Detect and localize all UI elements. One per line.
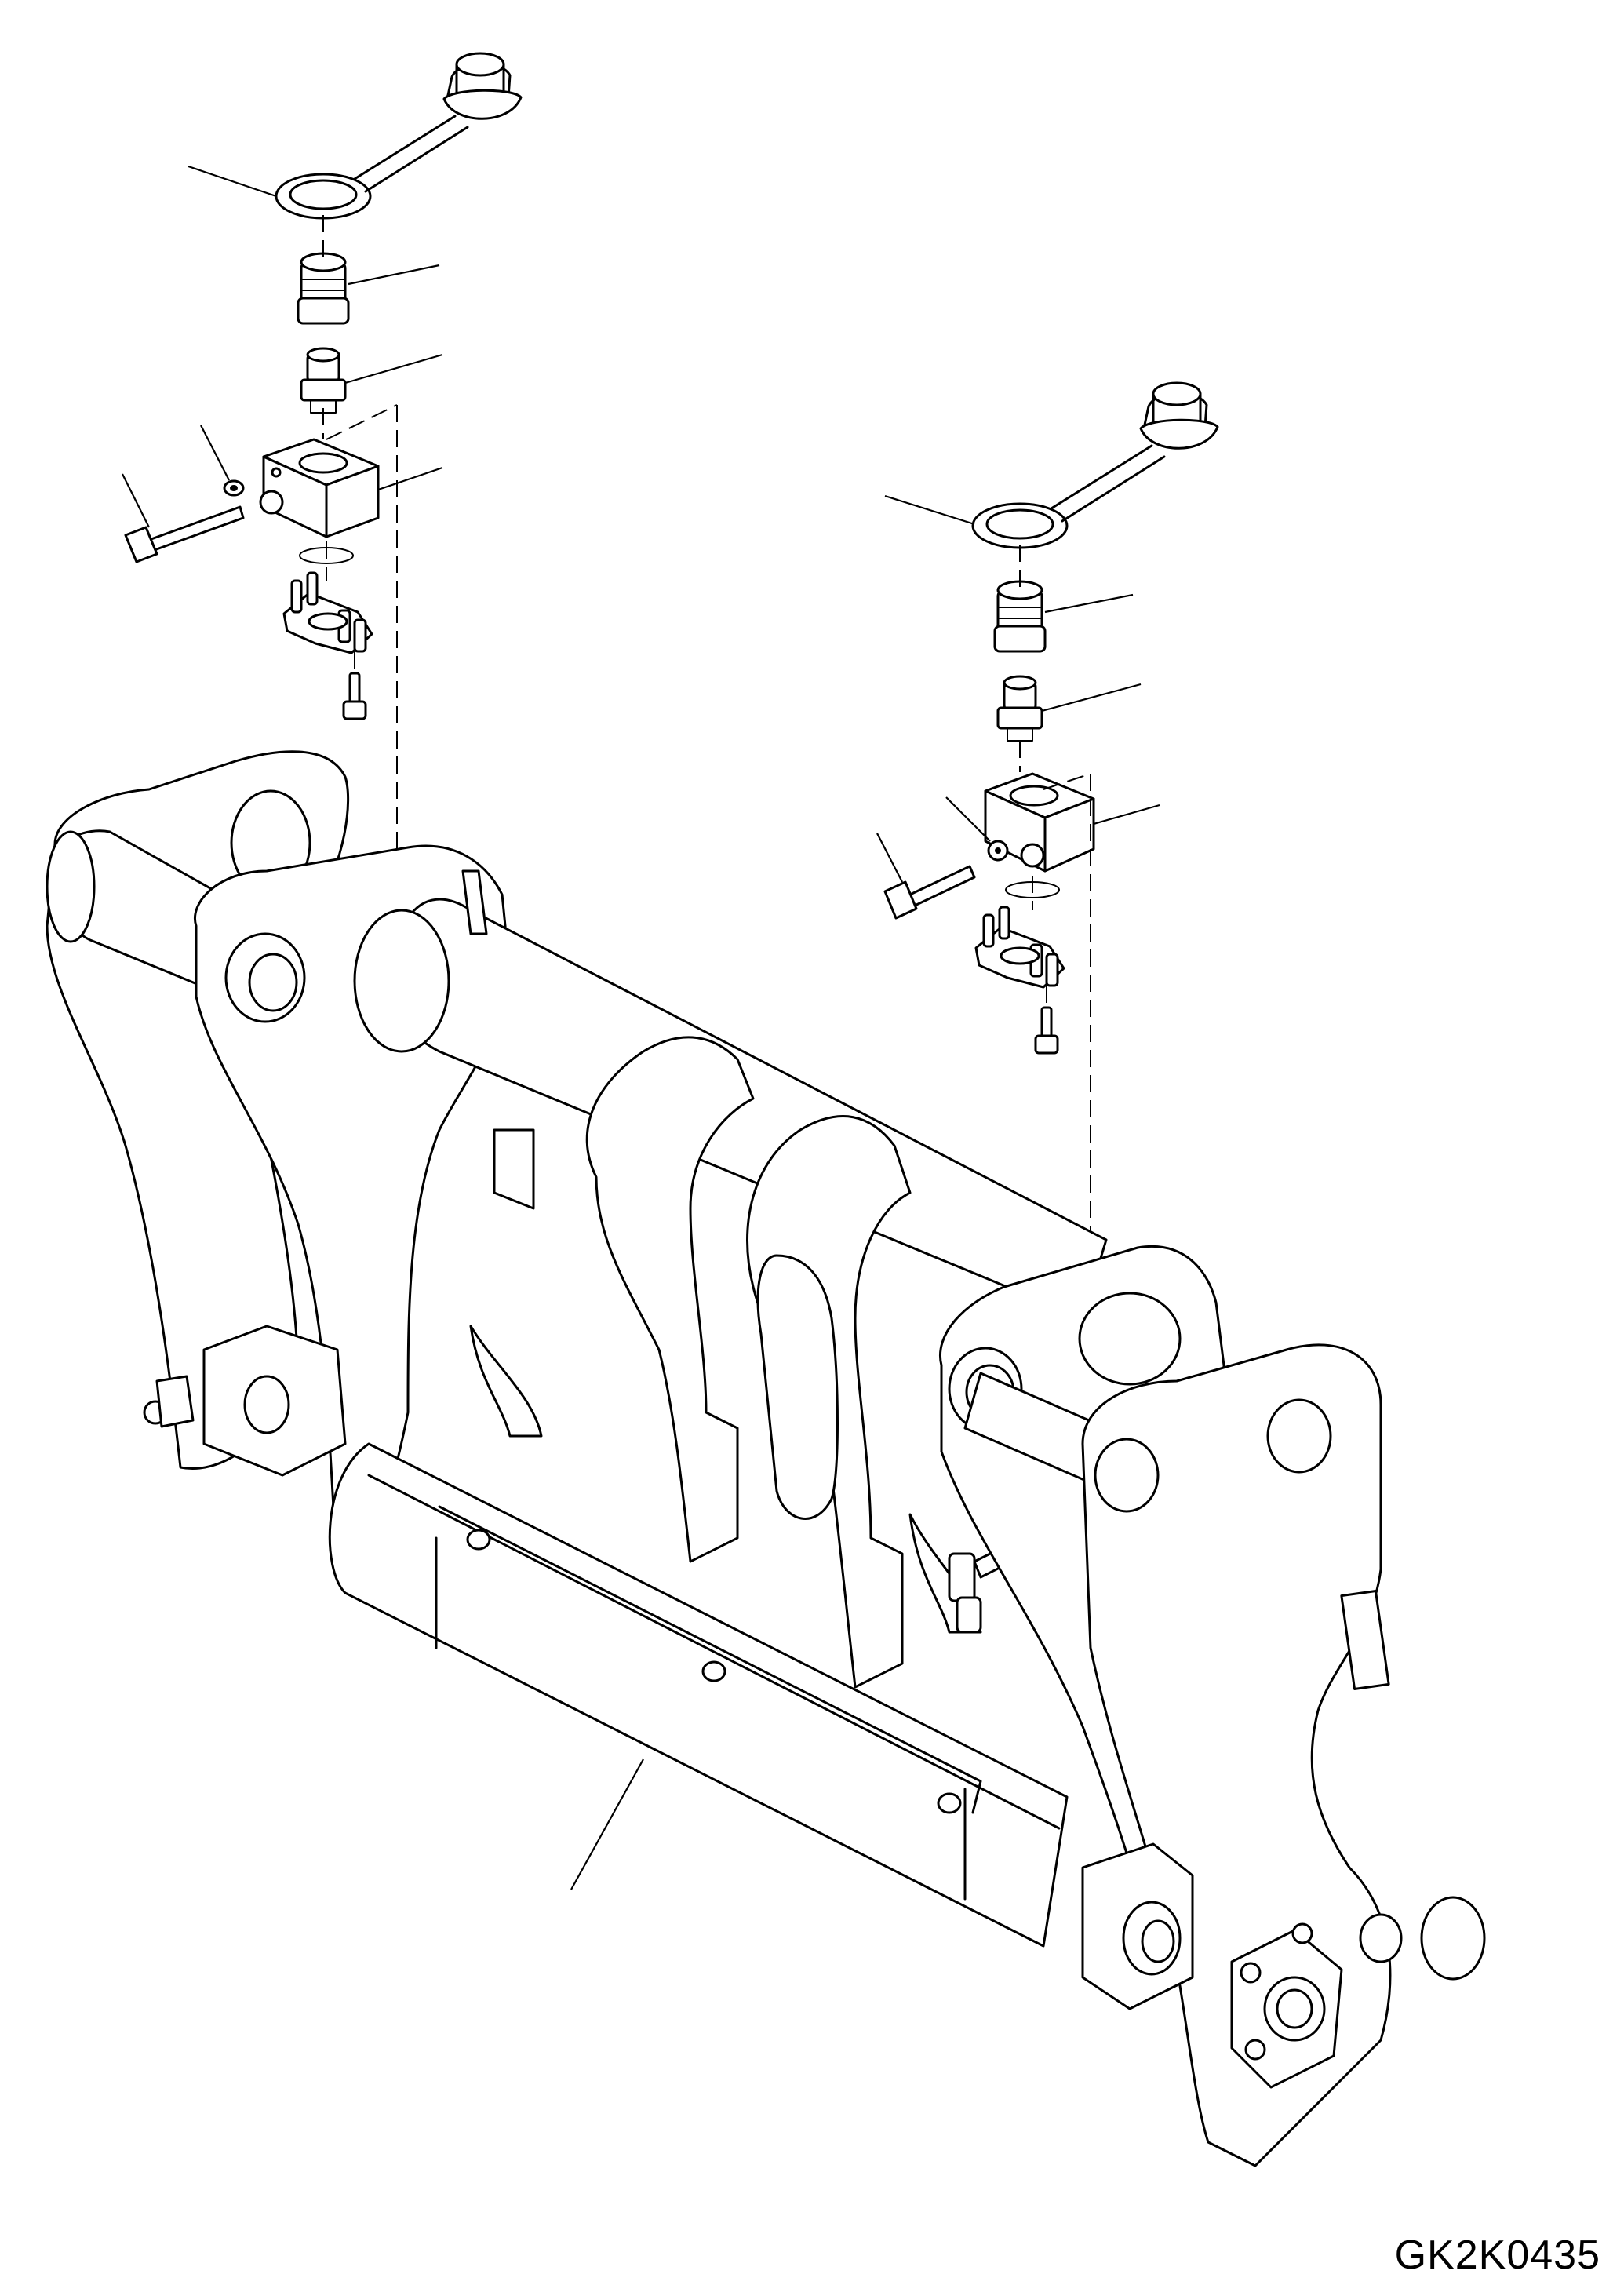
- left-flange: [282, 547, 373, 654]
- left-bolt-leader: [122, 473, 150, 528]
- center-gusset-left: [585, 1036, 755, 1563]
- right-adapter: [996, 675, 1043, 742]
- drawing-code-label: GK2K0435: [1394, 2232, 1600, 2278]
- left-center-line: [322, 215, 398, 949]
- right-washer-leader: [945, 796, 991, 842]
- left-coupler-leader: [348, 264, 440, 286]
- left-washer-leader: [200, 425, 230, 481]
- left-adapter-leader: [344, 353, 443, 384]
- label-plate: [1340, 1590, 1390, 1690]
- grease-fitting: [948, 1549, 1004, 1634]
- right-screw: [1034, 1006, 1059, 1055]
- right-block-leader: [1093, 804, 1160, 825]
- right-dust-cap: [971, 381, 1219, 549]
- right-adapter-leader: [1041, 683, 1142, 712]
- right-pin-hole: [1266, 1398, 1332, 1474]
- right-cap-leader: [884, 494, 975, 526]
- right-fitting-assembly: [876, 381, 1219, 1252]
- left-adapter: [300, 347, 347, 414]
- left-bolt: [124, 479, 245, 563]
- left-fitting-assembly: [122, 52, 523, 949]
- coupler-frame: [46, 750, 1486, 2167]
- right-quick-coupler: [993, 580, 1047, 653]
- left-dust-cap: [275, 52, 523, 220]
- right-center-line: [1019, 545, 1091, 1252]
- left-block: [259, 438, 380, 538]
- right-bolt-leader: [876, 833, 903, 883]
- left-cap-leader: [188, 165, 277, 198]
- slot-window-1: [756, 1254, 839, 1520]
- cylinder-leader: [570, 1758, 644, 1890]
- right-block: [984, 772, 1095, 873]
- lower-cylinder: [328, 1442, 1069, 1948]
- left-quick-coupler: [297, 252, 350, 325]
- right-coupler-leader: [1044, 593, 1134, 614]
- left-screw: [342, 672, 367, 720]
- left-block-leader: [377, 466, 443, 491]
- right-bolt: [883, 865, 976, 920]
- right-flange: [974, 881, 1065, 989]
